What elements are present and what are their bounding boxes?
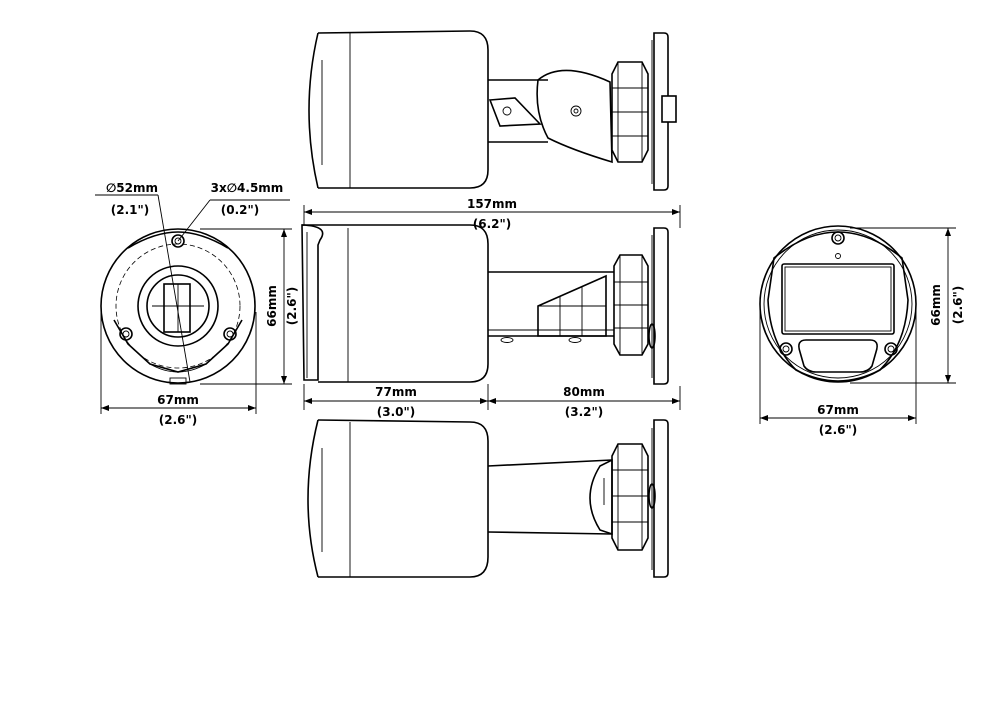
side-view-swivel-nut: [613, 254, 649, 356]
mount-diameter-in: (2.1"): [111, 203, 149, 217]
front-height-dimension: 66mm (2.6"): [850, 227, 965, 384]
hole-spec-in: (0.2"): [221, 203, 259, 217]
hole-spec-mm: 3x∅4.5mm: [211, 181, 284, 195]
side-view-body: [301, 224, 489, 383]
mount-holes: [119, 234, 237, 341]
side-view-base-plate: [648, 227, 669, 385]
bottom-view: [307, 419, 669, 578]
front-width-in: (2.6"): [819, 423, 857, 437]
side-view: 157mm (6.2") 77mm (3.0") 80mm (3.2"): [301, 197, 681, 419]
base-height-dimension: 66mm (2.6"): [200, 228, 299, 385]
base-height-mm: 66mm: [265, 285, 279, 327]
top-view-base-plate: [651, 32, 677, 191]
bottom-view-bracket-arm: [487, 458, 613, 536]
front-height-mm: 66mm: [929, 284, 943, 326]
front-width-mm: 67mm: [817, 403, 859, 417]
lens-front-view: 67mm (2.6") 66mm (2.6"): [759, 225, 965, 437]
top-view-swivel-nut: [611, 61, 649, 163]
bracket-length-mm: 80mm: [563, 385, 605, 399]
light-sensor: [835, 253, 841, 259]
ir-led-window: [798, 339, 878, 373]
base-height-in: (2.6"): [285, 287, 299, 325]
mount-base-view: ∅52mm (2.1") 3x∅4.5mm (0.2") 67mm (2.6")…: [95, 181, 299, 427]
top-view: [308, 30, 677, 191]
top-view-bracket-arm: [488, 69, 613, 164]
body-length-mm: 77mm: [375, 385, 417, 399]
base-width-dimension: 67mm (2.6"): [100, 312, 257, 427]
base-width-mm: 67mm: [157, 393, 199, 407]
total-length-in: (6.2"): [473, 217, 511, 231]
length-split-dimension: 77mm (3.0") 80mm (3.2"): [303, 384, 681, 419]
total-length-dimension: 157mm (6.2"): [303, 197, 681, 231]
body-length-in: (3.0"): [377, 405, 415, 419]
bottom-view-body: [307, 419, 489, 578]
base-width-in: (2.6"): [159, 413, 197, 427]
front-height-in: (2.6"): [951, 286, 965, 324]
front-screws: [779, 231, 898, 356]
side-view-bracket-arm: [488, 271, 614, 343]
total-length-mm: 157mm: [467, 197, 517, 211]
front-width-dimension: 67mm (2.6"): [759, 310, 917, 437]
top-view-body: [308, 30, 489, 189]
mount-diameter-mm: ∅52mm: [106, 181, 158, 195]
bottom-view-base-plate: [648, 419, 669, 578]
bottom-view-swivel-nut: [611, 443, 649, 551]
bracket-length-in: (3.2"): [565, 405, 603, 419]
